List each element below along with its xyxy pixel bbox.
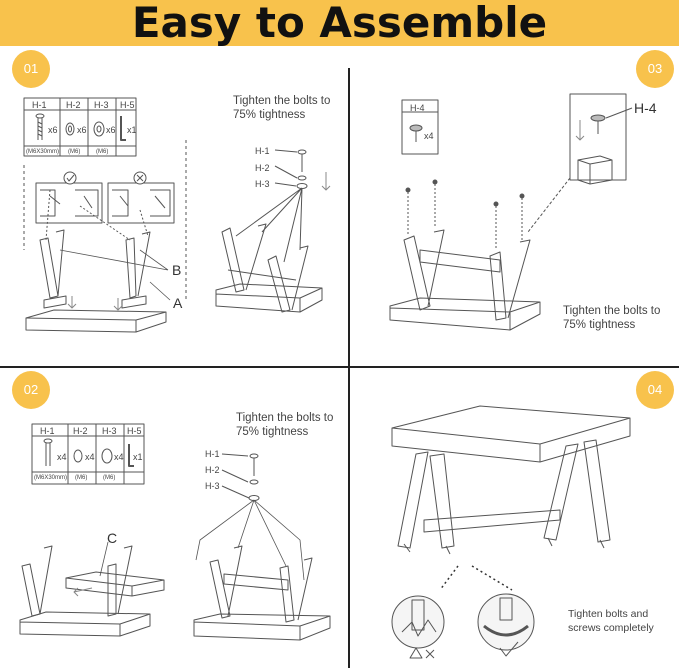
step1-part-h2-code: H-2 (66, 100, 81, 110)
step2-callout-c: C (107, 530, 118, 546)
step1-note-line1: Tighten the bolts to (233, 95, 331, 107)
step3-part-h4-code: H-4 (410, 103, 425, 113)
step1-part-h3-spec: (M6) (96, 149, 109, 155)
step4-bench (391, 405, 631, 555)
step1-part-h2-qty: x6 (77, 125, 87, 135)
step2-stack-h1: H-1 (205, 449, 220, 459)
step1-part-h1-spec: (M6X30mm) (26, 149, 60, 155)
step2-stack-parts (221, 453, 260, 501)
step-1-badge: 01 (12, 50, 50, 88)
step3-note-line1: Tighten the bolts to (563, 305, 661, 317)
step3-callout-h4: H-4 (634, 100, 657, 116)
page-title: Easy to Assemble (131, 0, 548, 47)
step1-part-h2-spec: (M6) (68, 149, 81, 155)
step2-stack-h2: H-2 (205, 465, 220, 475)
allen-key-icon (120, 116, 126, 141)
step1-part-h1-code: H-1 (32, 100, 47, 110)
step3-bench-inverted (389, 179, 541, 331)
step3-part-h4-qty: x4 (424, 131, 434, 141)
step1-stack-parts (274, 149, 308, 189)
step4-note-line2: screws completely (568, 622, 654, 634)
step1-leg-right (121, 231, 151, 309)
step2-note-line2: 75% tightness (236, 426, 309, 438)
step1-detail-left (35, 171, 103, 224)
step3-parts-box (401, 99, 439, 155)
flat-washer-icon (93, 121, 105, 137)
step-2-badge: 02 (12, 371, 50, 409)
step2-part-h2-qty: x4 (85, 452, 95, 462)
step2-part-h2-spec: (M6) (75, 475, 88, 481)
step1-part-h3-code: H-3 (94, 100, 109, 110)
step2-part-h1-code: H-1 (40, 426, 55, 436)
step-3-badge: 03 (636, 50, 674, 88)
step2-part-h1-spec: (M6X30mm) (34, 475, 68, 481)
step1-part-h1-qty: x6 (48, 125, 58, 135)
warning-x-icon (409, 647, 435, 659)
step1-part-h3-qty: x6 (106, 125, 116, 135)
step1-stack-h2: H-2 (255, 163, 270, 173)
step3-note-line2: 75% tightness (563, 319, 636, 331)
step2-part-h3-spec: (M6) (103, 475, 116, 481)
step2-parts-box (31, 423, 145, 485)
bolt-icon (35, 113, 45, 140)
step2-part-h1-qty: x4 (57, 452, 67, 462)
step1-part-h5-code: H-5 (120, 100, 135, 110)
step-4-badge: 04 (636, 371, 674, 409)
correct-tightening-icon (477, 593, 535, 657)
shelf-board-c (65, 571, 165, 597)
step3-zoom-box (569, 93, 633, 185)
washer-icon (65, 122, 75, 136)
step2-bench-with-shelf (19, 541, 165, 637)
vertical-divider (348, 68, 350, 668)
step1-inverted-bench (215, 187, 323, 313)
step2-part-h3-code: H-3 (102, 426, 117, 436)
wrong-tightening-icon (391, 595, 445, 649)
step2-part-h5-code: H-5 (127, 426, 142, 436)
step1-leg-left (39, 229, 67, 309)
horizontal-divider (0, 366, 679, 368)
step2-part-h2-code: H-2 (73, 426, 88, 436)
step2-bench-assembled (193, 499, 331, 641)
step1-detail-right (107, 171, 175, 224)
step1-parts-box (23, 97, 137, 157)
title-banner (0, 0, 679, 46)
step2-note-line1: Tighten the bolts to (236, 412, 334, 424)
step1-stack-h1: H-1 (255, 146, 270, 156)
step4-note-line1: Tighten bolts and (568, 608, 649, 620)
step1-callout-a: A (173, 295, 183, 311)
step1-board-a (25, 309, 167, 333)
step1-callout-b: B (172, 262, 182, 278)
step2-part-h5-qty: x1 (133, 452, 143, 462)
step2-stack-h3: H-3 (205, 481, 220, 491)
step1-note-line2: 75% tightness (233, 109, 306, 121)
step1-stack-h3: H-3 (255, 179, 270, 189)
step2-part-h3-qty: x4 (114, 452, 124, 462)
step1-part-h5-qty: x1 (127, 125, 137, 135)
